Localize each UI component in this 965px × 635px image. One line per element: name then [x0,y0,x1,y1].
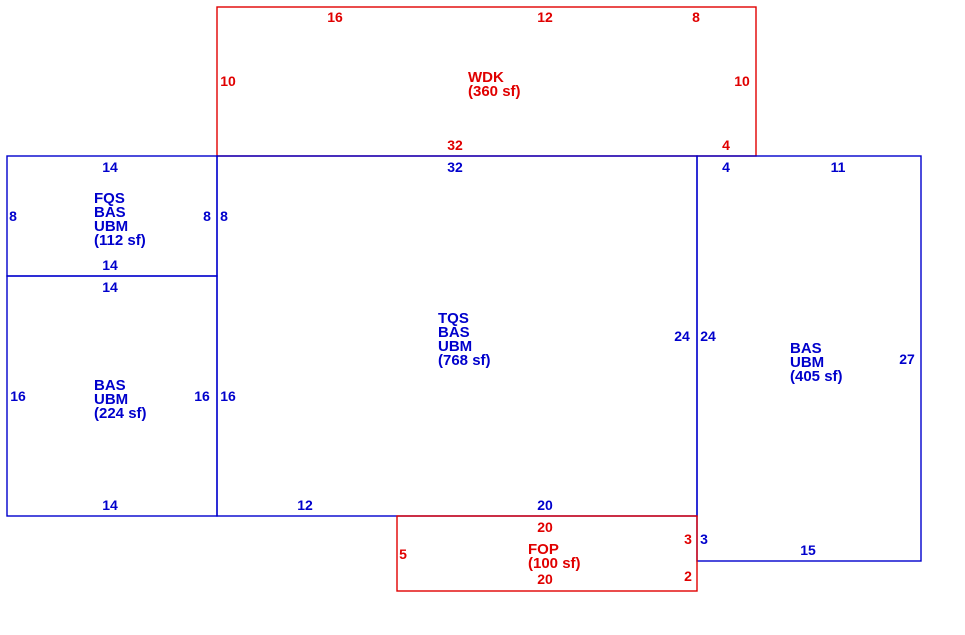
dimension-label: 10 [220,73,236,89]
dimension-label: 24 [674,328,690,344]
dimension-label: 15 [800,542,816,558]
dimension-label: 10 [734,73,750,89]
dimension-label: 12 [297,497,313,513]
dimension-label: 8 [220,208,228,224]
area-label-line: (360 sf) [468,83,521,100]
dimension-label: 32 [447,159,463,175]
dimension-label: 27 [899,351,915,367]
area-label-line: UBM [790,354,824,371]
dimension-label: 16 [327,9,343,25]
dimension-label: 14 [102,279,118,295]
dimension-label: 20 [537,571,553,587]
area-label-line: (224 sf) [94,405,147,422]
dimension-label: 24 [700,328,716,344]
dimension-label: 20 [537,497,553,513]
area-label-line: WDK [468,69,504,86]
dimension-label: 8 [9,208,17,224]
dimension-label: 20 [537,519,553,535]
area-label-line: FQS [94,190,125,207]
area-label-line: BAS [94,204,126,221]
area-label-line: (100 sf) [528,555,581,572]
wdk-area-label: WDK(360 sf) [468,69,521,100]
dimension-label: 3 [684,531,692,547]
dimension-label: 11 [831,159,846,175]
dimension-label: 14 [102,497,118,513]
dimension-label: 3 [700,531,708,547]
dimension-label: 14 [102,159,118,175]
dimension-label: 5 [399,546,407,562]
area-label-line: (768 sf) [438,352,491,369]
area-label-line: FOP [528,541,559,558]
dimension-label: 4 [722,137,730,153]
area-label-line: (405 sf) [790,368,843,385]
area-label-line: BAS [438,324,470,341]
area-label-line: UBM [438,338,472,355]
fop-area-label: FOP(100 sf) [528,541,581,572]
dimension-label: 32 [447,137,463,153]
dimension-label: 16 [220,388,236,404]
area-label-line: BAS [790,340,822,357]
dimension-label: 4 [722,159,730,175]
area-label-line: (112 sf) [94,232,146,249]
dimension-label: 12 [537,9,553,25]
dimension-label: 8 [692,9,700,25]
area-label-line: TQS [438,310,469,327]
area-label-line: UBM [94,218,128,235]
dimension-label: 14 [102,257,118,273]
dimension-label: 2 [684,568,692,584]
area-label-line: UBM [94,391,128,408]
fop-outline [396,515,698,592]
dimension-label: 8 [203,208,211,224]
area-label-line: BAS [94,377,126,394]
bas-right-outline [696,155,922,562]
dimension-label: 16 [194,388,210,404]
dimension-label: 16 [10,388,26,404]
